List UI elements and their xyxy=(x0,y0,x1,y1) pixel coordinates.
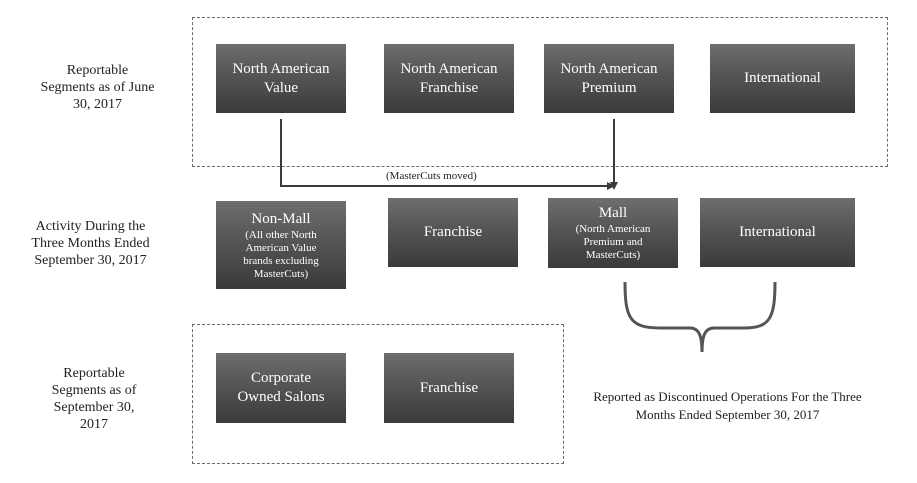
top-segments-group xyxy=(192,17,888,167)
discontinued-brace xyxy=(623,281,777,353)
segment-north-american-premium: North American Premium xyxy=(544,44,674,113)
segment-corporate-owned-salons: Corporate Owned Salons xyxy=(216,353,346,423)
segment-mall: Mall (North American Premium and MasterC… xyxy=(548,198,678,268)
segment-label: Corporate Owned Salons xyxy=(237,370,325,405)
row-label-sept-2017: Reportable Segments as of September 30, … xyxy=(51,366,137,432)
segment-franchise-bottom: Franchise xyxy=(384,353,514,423)
row-label-june-2017: Reportable Segments as of June 30, 2017 xyxy=(40,63,155,112)
segment-label: North American Franchise xyxy=(400,60,498,96)
row-label-activity: Activity During the Three Months Ended S… xyxy=(31,219,150,268)
segment-label: North American Premium xyxy=(560,60,658,96)
segment-non-mall: Non-Mall (All other North American Value… xyxy=(216,201,346,289)
segment-franchise-middle: Franchise xyxy=(388,198,518,267)
segment-international-middle: International xyxy=(700,198,855,267)
segment-subtitle: (North American Premium and MasterCuts) xyxy=(575,223,651,261)
segment-label: North American Value xyxy=(232,60,330,96)
segment-north-american-franchise: North American Franchise xyxy=(384,44,514,113)
segment-title: Mall xyxy=(598,205,628,221)
arrow-value-to-mall xyxy=(280,119,615,190)
discontinued-operations-note: Reported as Discontinued Operations For … xyxy=(593,389,862,422)
segment-label: International xyxy=(744,70,821,86)
bottom-segments-group xyxy=(192,324,564,464)
segment-title: Non-Mall xyxy=(251,210,311,227)
segment-international-top: International xyxy=(710,44,855,113)
segment-north-american-value: North American Value xyxy=(216,44,346,113)
segment-subtitle: (All other North American Value brands e… xyxy=(243,228,319,280)
segment-title: Franchise xyxy=(423,224,483,240)
segment-title: International xyxy=(739,224,816,240)
segment-label: Franchise xyxy=(419,379,479,396)
mastercuts-moved-label: (MasterCuts moved) xyxy=(384,170,479,182)
